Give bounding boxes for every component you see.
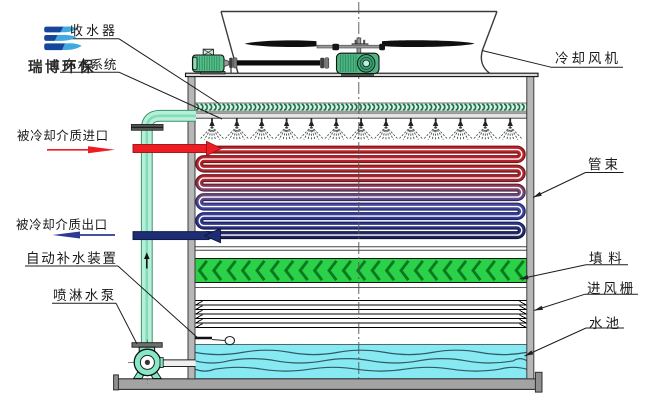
medium-outlet-pipe [132, 227, 221, 244]
label-medium-outlet: 被冷却介质出口 [16, 218, 108, 232]
riser-pipe [130, 109, 196, 348]
inlet-flow-arrow [47, 146, 115, 154]
float-valve [195, 335, 236, 346]
brand-wave-logo-icon [44, 26, 82, 51]
fan-motor [191, 48, 238, 75]
label-auto-water-refill: 自动补水装置 [26, 250, 118, 266]
label-medium-inlet: 被冷却介质进口 [17, 129, 109, 143]
air-inlet-louvers [195, 299, 527, 329]
tower-wall-right [526, 73, 535, 380]
watermark-text: 瑞博环保 [28, 60, 96, 76]
pump-suction-pipe [162, 359, 196, 367]
label-cooling-fan: 冷却风机 [555, 51, 621, 66]
fan-blades [244, 40, 475, 51]
label-tube-bundle: 管束 [588, 156, 621, 172]
spray-header-pipe [194, 112, 528, 119]
label-spray-pump: 喷淋水泵 [53, 287, 117, 303]
coil-support-lines [195, 246, 527, 251]
spray-nozzles [200, 118, 523, 141]
coil-tube-bundle [195, 145, 526, 240]
spray-pump [128, 339, 196, 384]
riser-flange [130, 124, 164, 131]
label-water-distribution: 布水系统 [64, 58, 118, 72]
fill-packing-band [194, 258, 528, 289]
label-fill-packing: 填 料 [589, 251, 623, 266]
label-water-collector: 收水器 [70, 23, 119, 38]
drift-eliminator-band [194, 102, 528, 112]
medium-inlet-pipe [132, 140, 223, 157]
base-frame [113, 371, 543, 393]
label-air-inlet-grille: 进风栅 [587, 280, 636, 296]
water-basin [194, 344, 528, 379]
drive-shaft [237, 57, 330, 69]
leader-lines [25, 38, 638, 357]
gearbox [335, 37, 380, 76]
label-water-basin: 水池 [589, 315, 622, 331]
outlet-flow-arrow [52, 231, 115, 239]
